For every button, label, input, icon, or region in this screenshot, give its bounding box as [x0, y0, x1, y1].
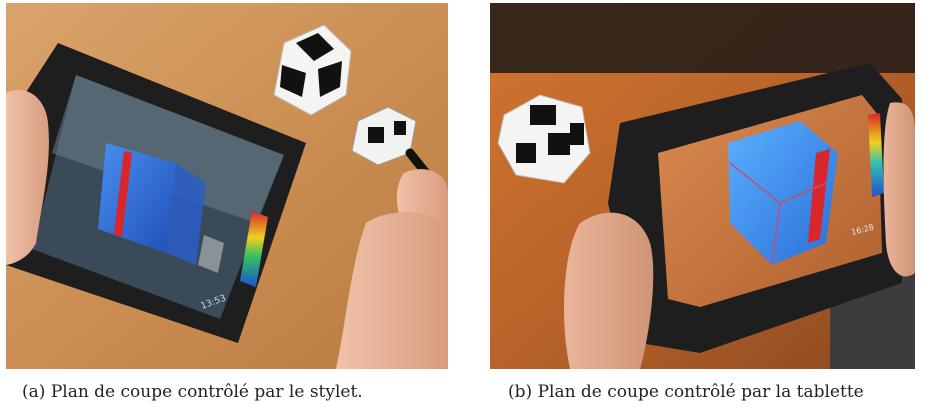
figure-label-b: (b) [508, 382, 533, 402]
marker-icosahedron [273, 24, 352, 116]
color-scale [240, 211, 268, 287]
cut-plane [808, 149, 830, 243]
photo-b-scene: 16:28 [490, 3, 915, 369]
photo-a-scene: 13:53 [6, 3, 448, 369]
figure-caption-text-b: Plan de coupe contrôlé par la tablette [537, 382, 864, 402]
figure-caption-a: (a) Plan de coupe contrôlé par le stylet… [22, 382, 363, 402]
tablet-b: 16:28 [608, 63, 902, 353]
forearm [336, 212, 448, 369]
figure-caption-b: (b) Plan de coupe contrôlé par la tablet… [508, 382, 864, 402]
photo-tablet-cut-plane: 16:28 [490, 3, 915, 369]
marker-icosahedron [497, 94, 591, 184]
figure-caption-text-a: Plan de coupe contrôlé par le stylet. [50, 382, 363, 402]
tablet-a: 13:53 [6, 43, 306, 343]
left-hand [6, 89, 49, 265]
figure-label-a: (a) [22, 382, 46, 402]
left-hand [564, 212, 654, 369]
cut-plane [114, 151, 132, 237]
background-dark [490, 3, 915, 73]
stylus-marker-cube [351, 106, 447, 198]
virtual-stylus [198, 235, 224, 273]
color-scale [868, 113, 884, 197]
right-hand [883, 102, 915, 277]
photo-stylus-cut-plane: 13:53 [6, 3, 448, 369]
